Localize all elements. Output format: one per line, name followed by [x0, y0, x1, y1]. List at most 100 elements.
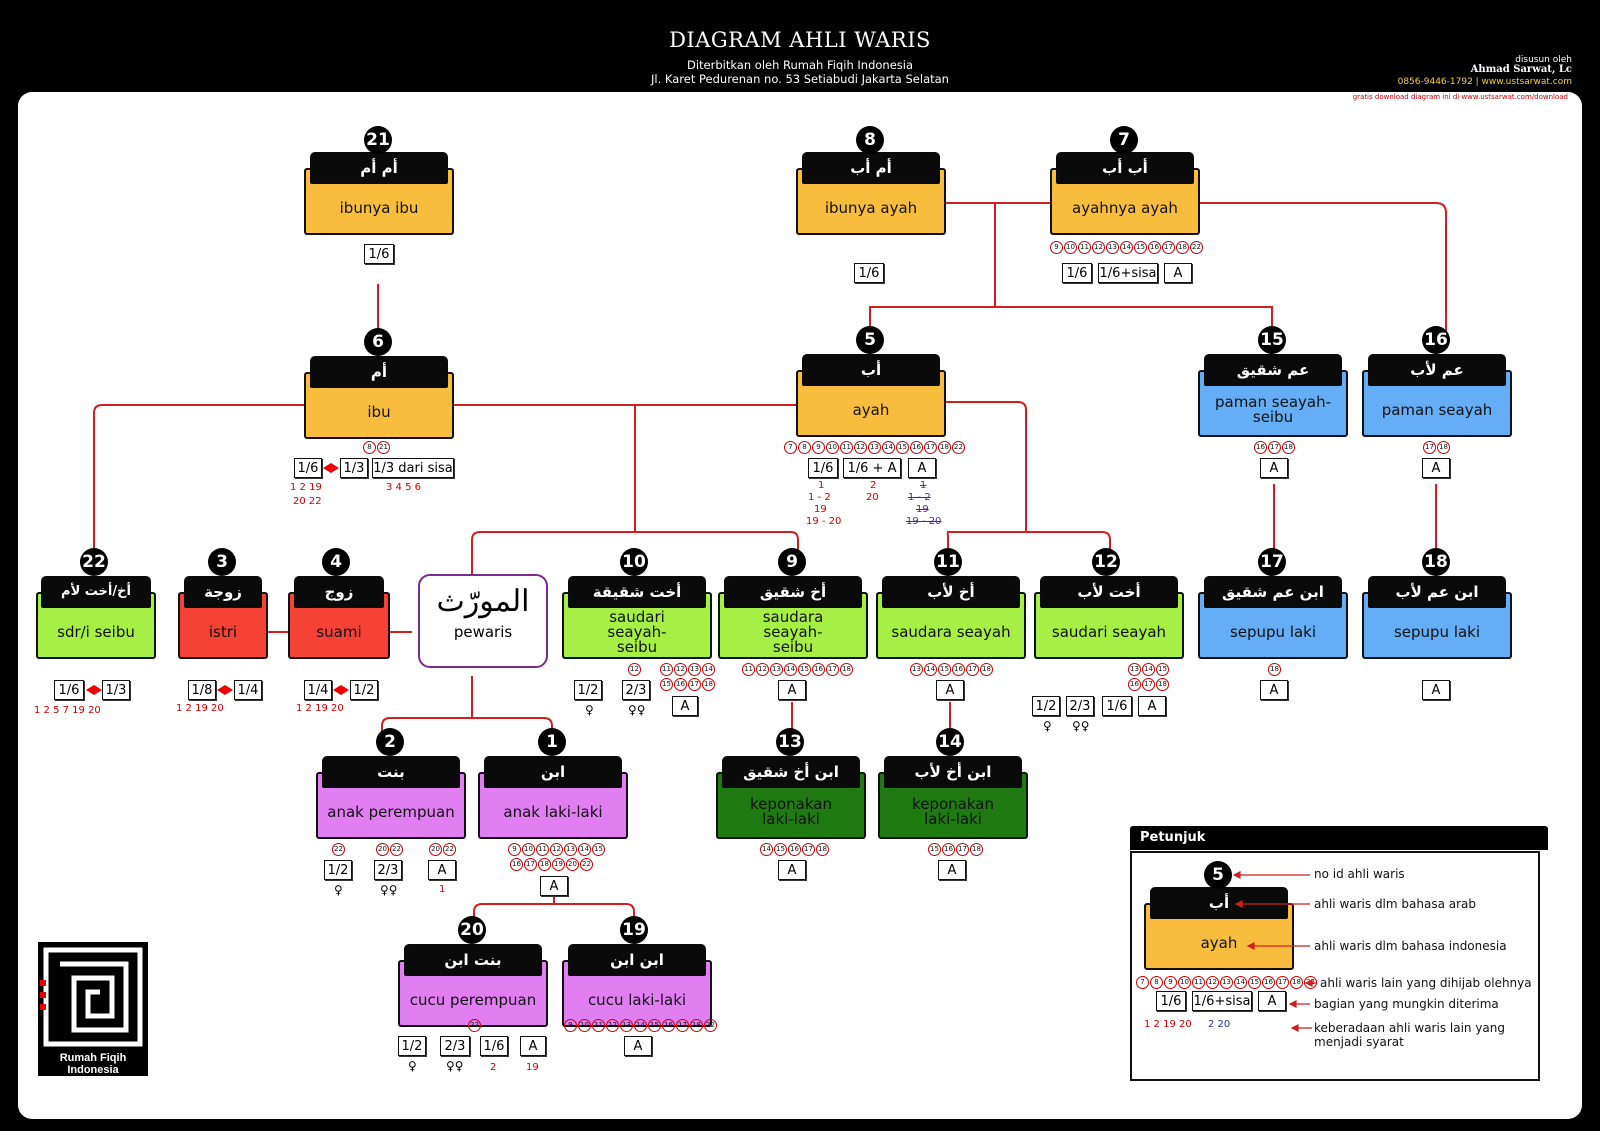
heir-id-badge: 5: [856, 326, 884, 354]
share-box: 1/6 + A: [843, 458, 901, 478]
share-box: A: [1260, 680, 1288, 700]
blocked-heir-id: 14: [882, 441, 895, 454]
blocked-heir-id: 14: [1234, 976, 1247, 989]
heir-label: anak laki-laki: [503, 802, 603, 821]
blocked-heir-id: 11: [536, 843, 549, 856]
blocked-heir-id: 13: [910, 663, 923, 676]
blocked-heir-id: 10: [1064, 241, 1077, 254]
share-box: 1/2: [398, 1036, 426, 1056]
blocked-heir-id: 8: [798, 441, 811, 454]
blocked-heir-id: 22: [443, 843, 456, 856]
address-line: Jl. Karet Pedurenan no. 53 Setiabudi Jak…: [651, 72, 949, 86]
legend-note: no id ahli waris: [1314, 867, 1405, 881]
blocked-heir-id: 9: [1164, 976, 1177, 989]
blocked-heir-id: 16: [1128, 678, 1141, 691]
blocked-heir-id: 17: [1423, 441, 1436, 454]
blocked-heir-id: 16: [1262, 976, 1275, 989]
condition-note: 1 2 19 20: [176, 703, 224, 714]
blocked-heir-id: 17: [966, 663, 979, 676]
blocked-heir-id: 11: [592, 1019, 605, 1032]
blocked-heir-id: 14: [634, 1019, 647, 1032]
share-box: A: [1164, 263, 1192, 283]
blocked-heir-id: 15: [798, 663, 811, 676]
females-icon: ♀♀: [446, 1059, 464, 1073]
condition-note: 2: [870, 480, 877, 491]
blocked-heir-id: 17: [1276, 976, 1289, 989]
share-box: 1/3 dari sisa: [372, 458, 454, 478]
exchange-arrow-right: [94, 685, 102, 695]
blocked-heir-id: 14: [784, 663, 797, 676]
female-icon: ♀: [408, 1059, 417, 1073]
blocked-heir-id: 12: [606, 1019, 619, 1032]
legend-note: ahli waris dlm bahasa arab: [1314, 897, 1477, 911]
blocked-heir-id: 20: [429, 843, 442, 856]
heir-id-badge: 7: [1110, 126, 1138, 154]
blocked-heir-id: 17: [688, 678, 701, 691]
blocked-heir-id: 15: [648, 1019, 661, 1032]
blocked-heir-id: 16: [510, 858, 523, 871]
blocked-heir-id: 20: [566, 858, 579, 871]
heir-box-4: زوج suami: [288, 576, 390, 659]
blocked-heir-id: 16: [1254, 441, 1267, 454]
share-box: A: [1138, 696, 1166, 716]
excluded-condition-note: 1: [920, 480, 927, 491]
blocked-heir-id: 17: [524, 858, 537, 871]
condition-note: 1 2 19 20: [296, 703, 344, 714]
female-icon: ♀: [334, 883, 343, 897]
heir-label: istri: [208, 622, 238, 641]
heir-label: sdr/i seibu: [57, 622, 135, 641]
share-box: A: [1260, 458, 1288, 478]
share-box: 1/4: [234, 680, 262, 700]
share-box: 1/8: [188, 680, 216, 700]
heir-id-badge: 14: [936, 728, 964, 756]
heir-label: cucu perempuan: [409, 990, 537, 1009]
blocked-heir-id: 15: [660, 678, 673, 691]
heir-box-21: أم أم ibunya ibu: [304, 152, 454, 235]
blocked-heir-id: 18: [970, 843, 983, 856]
blocked-heir-id: 12: [674, 663, 687, 676]
blocked-heir-id: 9: [564, 1019, 577, 1032]
blocked-heir-id: 8: [363, 441, 376, 454]
female-icon: ♀: [1043, 719, 1052, 733]
blocked-heir-id: 14: [1142, 663, 1155, 676]
share-box: 1/6: [854, 263, 884, 283]
heir-box-6: أم ibu: [304, 356, 454, 439]
blocked-heir-id: 10: [578, 1019, 591, 1032]
share-box: A: [938, 860, 966, 880]
compiled-by: disusun oleh: [1515, 55, 1572, 65]
share-box: 1/6: [364, 244, 394, 264]
blocked-list-17: 18: [1268, 663, 1282, 676]
blocked-heir-id: 12: [550, 843, 563, 856]
share-box: A: [672, 696, 698, 716]
legend-share: 1/6+sisa: [1192, 991, 1252, 1011]
heir-id-badge: 21: [364, 126, 392, 154]
heir-label: keponakan laki-laki: [912, 795, 994, 828]
pewaris-label: pewaris: [453, 623, 513, 641]
heir-id-badge: 22: [80, 548, 108, 576]
heir-box-19: ابن ابن cucu laki-laki: [562, 944, 712, 1027]
heir-box-9: أخ شقيق saudara seayah-seibu: [718, 576, 868, 659]
legend-note: ahli waris lain yang dihijab olehnya: [1320, 976, 1532, 990]
blocked-heir-id: 14: [702, 663, 715, 676]
share-box: A: [936, 680, 964, 700]
excluded-condition-note: 19 - 20: [906, 516, 942, 527]
logo-mark: [38, 942, 148, 1076]
share-box: 1/6: [294, 458, 322, 478]
blocked-heir-id: 18: [702, 678, 715, 691]
heir-label: anak perempuan: [327, 802, 455, 821]
heir-id-badge: 8: [856, 126, 884, 154]
blocked-heir-id: 18: [690, 1019, 703, 1032]
blocked-heir-id: 12: [628, 663, 641, 676]
heir-id-badge: 3: [208, 548, 236, 576]
blocked-heir-id: 17: [802, 843, 815, 856]
heir-box-16: عم لأب paman seayah: [1362, 354, 1512, 437]
blocked-heir-id: 11: [742, 663, 755, 676]
blocked-heir-id: 13: [688, 663, 701, 676]
heir-id-badge: 10: [620, 548, 648, 576]
blocked-heir-id: 22: [390, 843, 403, 856]
